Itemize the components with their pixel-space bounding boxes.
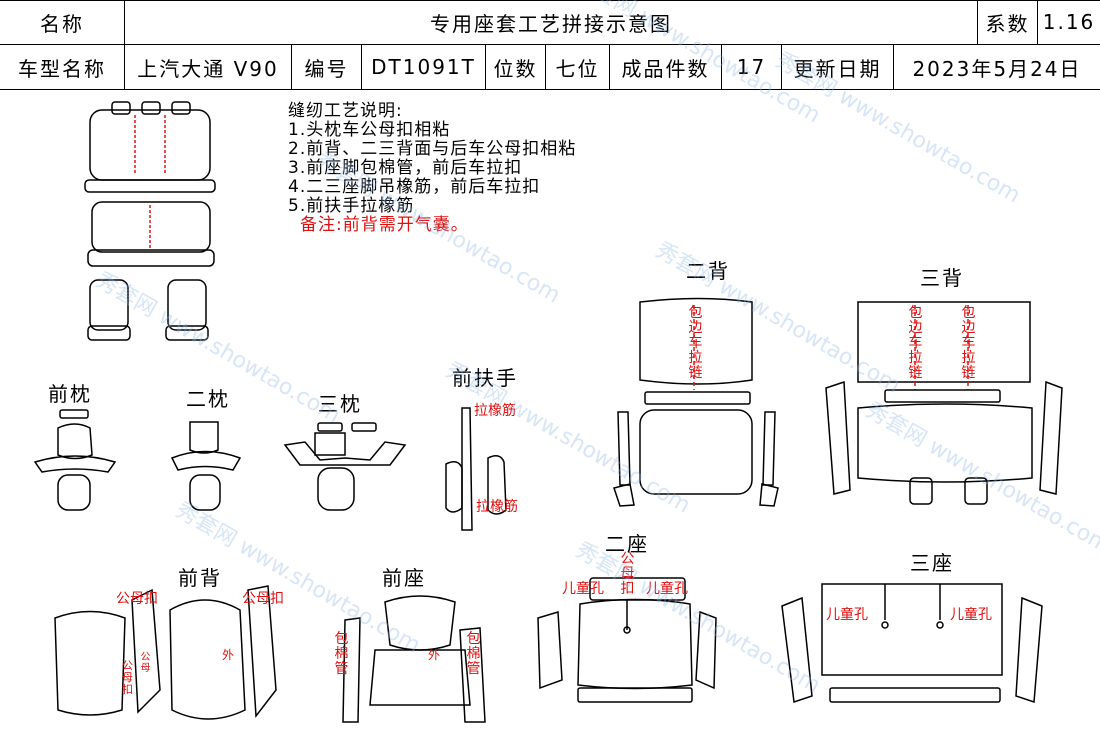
name-label: 名称 (0, 0, 125, 44)
third-seat-title: 三座 (910, 551, 954, 575)
snap-button-note-left: 公母扣 (116, 591, 158, 607)
code-label: 编号 (292, 45, 362, 89)
second-headrest-pattern (170, 421, 242, 511)
third-back-title: 三背 (920, 266, 964, 290)
front-seat-title: 前座 (382, 566, 426, 590)
front-armrest-title: 前扶手 (452, 366, 518, 390)
border-line (0, 44, 1100, 45)
second-seat-pattern (537, 577, 717, 703)
coefficient-label: 系数 (978, 0, 1038, 44)
third-headrest-title: 三枕 (318, 392, 362, 416)
note-item: 3.前座脚包棉管，前后车拉扣 (288, 158, 523, 178)
note-item: 2.前背、二三背面与后车公母扣相粘 (288, 139, 577, 159)
child-hole-note-4: 儿童孔 (950, 607, 992, 623)
second-back-pattern (613, 297, 779, 507)
seats-label: 位数 (486, 45, 546, 89)
front-armrest-pattern (445, 407, 507, 531)
third-back-pattern (825, 301, 1063, 505)
pieces-value: 17 (722, 45, 782, 89)
header-row-1: 名称 专用座套工艺拼接示意图 系数 1.16 (0, 0, 1100, 45)
cotton-tube-note-right: 包棉管 (466, 631, 481, 677)
third-seat-pattern (781, 583, 1043, 704)
outer-side-note-seat: 外 (428, 648, 441, 662)
child-hole-note-1: 儿童孔 (562, 581, 604, 597)
child-hole-note-3: 儿童孔 (826, 607, 868, 623)
front-seat-pattern (342, 595, 486, 723)
header-table: 名称 专用座套工艺拼接示意图 系数 1.16 车型名称 上汽大通 V90 编号 … (0, 0, 1100, 90)
second-seat-snap-note: 公母扣 (620, 551, 635, 597)
model-label: 车型名称 (0, 45, 125, 89)
small-snap-note: 公母 (140, 652, 151, 674)
front-back-pattern (54, 585, 277, 720)
seat-overview-illustration (84, 101, 216, 341)
second-seat-title: 二座 (605, 532, 649, 556)
update-label: 更新日期 (782, 45, 894, 89)
note-item: 4.二三座脚吊橡筋，前后车拉扣 (288, 177, 541, 197)
seats-value: 七位 (546, 45, 610, 89)
note-item: 5.前扶手拉橡筋 (288, 196, 415, 216)
third-back-zipper-note-left: 包边车拉链 (908, 305, 923, 381)
border-line (0, 89, 1100, 90)
pieces-label: 成品件数 (610, 45, 722, 89)
border-line (0, 0, 1100, 1)
front-headrest-pattern (33, 409, 117, 511)
notes-remark: 备注:前背需开气囊。 (300, 215, 469, 235)
document-title: 专用座套工艺拼接示意图 (125, 0, 978, 44)
cotton-tube-note-left: 包棉管 (334, 631, 349, 677)
header-row-2: 车型名称 上汽大通 V90 编号 DT1091T 位数 七位 成品件数 17 更… (0, 45, 1100, 90)
front-headrest-title: 前枕 (48, 382, 92, 406)
model-value: 上汽大通 V90 (125, 45, 292, 89)
third-headrest-pattern (283, 422, 407, 511)
second-back-title: 二背 (686, 259, 730, 283)
elastic-band-note-bottom: 拉橡筋 (476, 499, 518, 515)
outer-side-note-back: 外 (222, 648, 235, 662)
second-back-zipper-note: 包边车拉链 (688, 305, 703, 381)
second-headrest-title: 二枕 (186, 387, 230, 411)
notes-title: 缝纫工艺说明: (288, 101, 403, 121)
sewing-notes: 缝纫工艺说明: 1.头枕车公母扣相粘 2.前背、二三背面与后车公母扣相粘 3.前… (288, 102, 576, 235)
coefficient-value: 1.16 (1042, 10, 1096, 34)
code-value: DT1091T (362, 45, 486, 89)
snap-fastener-note: 公母扣 (122, 659, 133, 696)
elastic-band-note-top: 拉橡筋 (474, 403, 516, 419)
child-hole-note-2: 儿童孔 (646, 581, 688, 597)
snap-button-note-right: 公母扣 (242, 591, 284, 607)
update-value: 2023年5月24日 (912, 56, 1082, 81)
pattern-drawings (33, 101, 1063, 723)
third-back-zipper-note-right: 包边车拉链 (961, 305, 976, 381)
front-back-title: 前背 (178, 566, 222, 590)
note-item: 1.头枕车公母扣相粘 (288, 120, 451, 140)
